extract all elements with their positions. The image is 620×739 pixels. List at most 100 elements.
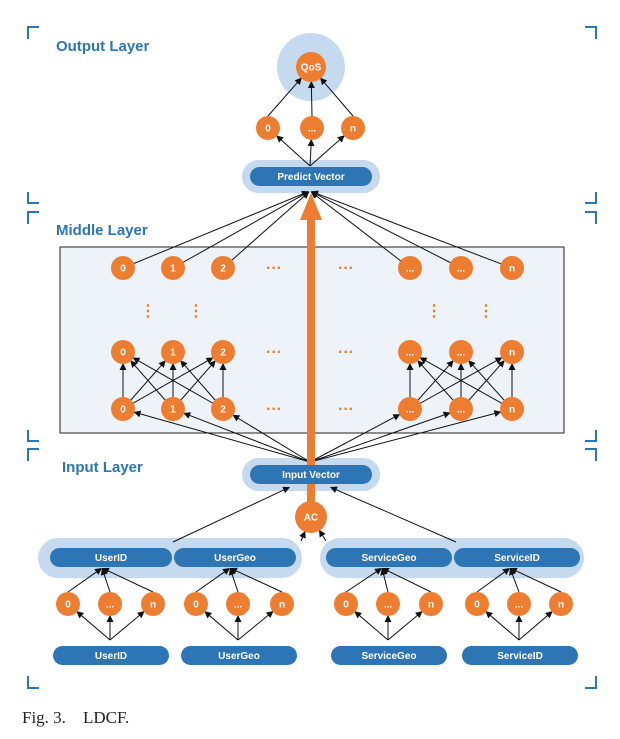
feature-node-2-0 bbox=[334, 592, 358, 616]
hidden-node-r1-2 bbox=[211, 340, 235, 364]
connection-arrow bbox=[276, 135, 311, 167]
feature-node-1-0 bbox=[184, 592, 208, 616]
bracket-right-1 bbox=[585, 192, 597, 204]
connection-arrow bbox=[237, 610, 274, 641]
feature-node-3-2-label: n bbox=[558, 600, 564, 611]
connection-arrow bbox=[122, 190, 310, 269]
connection-arrow bbox=[382, 567, 432, 593]
hidden-node-r1-0-label: 0 bbox=[120, 348, 126, 359]
servicegeo-input-bar bbox=[331, 646, 447, 665]
figure-caption: Fig. 3. LDCF. bbox=[22, 708, 129, 728]
connection-arrow bbox=[345, 567, 382, 593]
qos-node bbox=[296, 52, 326, 82]
feature-node-0-0 bbox=[56, 592, 80, 616]
hidden-node-r1-2-label: 2 bbox=[220, 348, 226, 359]
feature-node-2-1 bbox=[376, 592, 400, 616]
feature-node-1-1-label: ... bbox=[234, 600, 243, 611]
connection-arrow bbox=[76, 611, 111, 641]
output-layer-title: Output Layer bbox=[56, 38, 150, 55]
connection-arrow bbox=[183, 412, 311, 463]
bracket-left-3 bbox=[27, 430, 39, 442]
hidden-node-r0-1 bbox=[161, 256, 185, 280]
connection-arrow bbox=[299, 530, 306, 542]
connection-arrow bbox=[509, 567, 562, 593]
serviceid-bar-label: ServiceID bbox=[494, 553, 540, 564]
hidden-node-r2-2-label: 2 bbox=[220, 405, 226, 416]
hidden-node-r0-3 bbox=[398, 256, 422, 280]
feature-node-2-2 bbox=[419, 592, 443, 616]
bracket-right-3 bbox=[585, 430, 597, 442]
big-arrow-head bbox=[300, 193, 322, 220]
hidden-node-r0-5 bbox=[500, 256, 524, 280]
connection-arrow bbox=[309, 135, 345, 167]
connection-arrow bbox=[204, 611, 239, 641]
serviceid-input-bar bbox=[462, 646, 578, 665]
feature-node-0-2-label: n bbox=[150, 600, 156, 611]
feature-node-1-0-label: 0 bbox=[193, 600, 199, 611]
hidden-node-r2-5-label: n bbox=[509, 405, 515, 416]
hidden-node-r2-5 bbox=[500, 397, 524, 421]
big-arrow-shaft bbox=[307, 218, 315, 502]
connection-arrow bbox=[518, 611, 553, 641]
input-layer-title: Input Layer bbox=[62, 459, 143, 476]
usergeo-bar-label: UserGeo bbox=[214, 553, 256, 564]
connection-arrow bbox=[318, 529, 327, 542]
hidden-node-r0-5-label: n bbox=[509, 264, 515, 275]
hidden-node-r2-1-label: 1 bbox=[170, 405, 176, 416]
bracket-left-1 bbox=[27, 192, 39, 204]
connection-arrow bbox=[409, 357, 503, 410]
hdots-right-1: ··· bbox=[338, 344, 354, 361]
connection-arrow bbox=[309, 410, 502, 463]
predict-vector-bar-label: Predict Vector bbox=[277, 172, 344, 183]
bracket-right-2 bbox=[585, 211, 597, 224]
bracket-left-2 bbox=[27, 211, 39, 224]
bracket-top-right bbox=[585, 26, 597, 39]
caption-text: LDCF. bbox=[82, 708, 130, 727]
output-node-2 bbox=[341, 116, 365, 140]
feature-node-1-1 bbox=[226, 592, 250, 616]
userid-bar bbox=[50, 548, 172, 567]
hdots-left-1: ··· bbox=[266, 344, 282, 361]
hidden-node-r2-3-label: ... bbox=[406, 405, 415, 416]
feature-node-1-2 bbox=[270, 592, 294, 616]
connection-arrow bbox=[67, 567, 102, 593]
hdots-right-2: ··· bbox=[338, 401, 354, 418]
hidden-node-r1-0 bbox=[111, 340, 135, 364]
output-node-1-label: ... bbox=[308, 124, 317, 135]
bracket-bottom-right bbox=[585, 676, 597, 689]
connection-arrow bbox=[320, 77, 354, 117]
connection-arrow bbox=[485, 611, 520, 641]
connection-arrow bbox=[101, 567, 154, 593]
ac-node bbox=[295, 501, 327, 533]
hidden-node-r2-2 bbox=[211, 397, 235, 421]
connection-arrow bbox=[172, 486, 290, 543]
serviceid-input-bar-label: ServiceID bbox=[497, 651, 543, 662]
hidden-node-r2-1 bbox=[161, 397, 185, 421]
feature-node-3-0 bbox=[465, 592, 489, 616]
hidden-node-r0-2-label: 2 bbox=[220, 264, 226, 275]
hidden-node-r1-4 bbox=[449, 340, 473, 364]
caption-label: Fig. 3. bbox=[22, 708, 66, 727]
hidden-node-r2-0-label: 0 bbox=[120, 405, 126, 416]
vdots-3: ⋮ bbox=[478, 303, 494, 320]
connection-arrow bbox=[310, 191, 462, 269]
feature-node-0-1-label: ... bbox=[106, 600, 115, 611]
hidden-node-r1-5-label: n bbox=[509, 348, 515, 359]
hidden-node-r1-5 bbox=[500, 340, 524, 364]
hidden-node-r0-1-label: 1 bbox=[170, 264, 176, 275]
connection-arrow bbox=[172, 191, 310, 269]
connection-arrow bbox=[309, 411, 451, 463]
bracket-top-left bbox=[27, 26, 39, 39]
connection-arrow bbox=[267, 77, 302, 117]
bracket-left-4 bbox=[27, 448, 39, 461]
connection-arrow bbox=[229, 567, 283, 593]
connection-arrow bbox=[307, 138, 315, 167]
middle-layer-title: Middle Layer bbox=[56, 222, 148, 239]
feature-node-1-2-label: n bbox=[279, 600, 285, 611]
hidden-node-r0-2 bbox=[211, 256, 235, 280]
hidden-node-r2-4 bbox=[449, 397, 473, 421]
vdots-0: ⋮ bbox=[140, 303, 156, 320]
servicegeo-input-bar-label: ServiceGeo bbox=[361, 651, 416, 662]
connection-arrow bbox=[354, 611, 389, 641]
